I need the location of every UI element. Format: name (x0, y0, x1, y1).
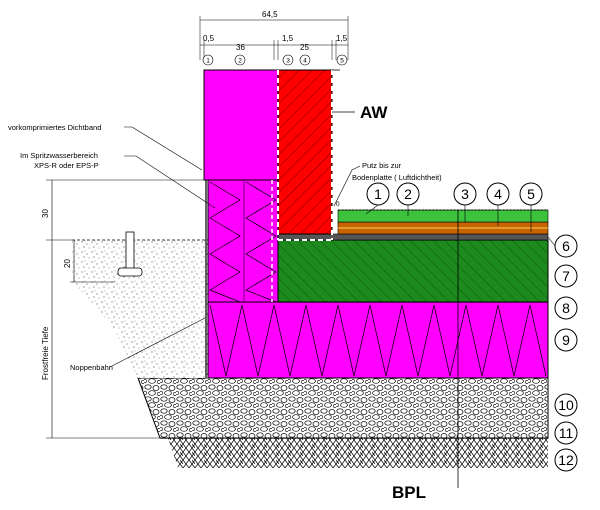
svg-text:3: 3 (461, 186, 469, 202)
svg-text:9: 9 (562, 332, 570, 348)
svg-text:1: 1 (374, 186, 382, 202)
floor-num-5: 5 (519, 182, 543, 232)
layer-head-1: 1 (202, 54, 214, 66)
svg-text:3: 3 (286, 58, 290, 65)
label-noppenbahn: Noppenbahn (70, 363, 113, 372)
floor-top-layer (337, 209, 549, 223)
side-num-11: 11 (554, 421, 578, 445)
dim-height-20: 20 (63, 259, 72, 268)
label-bpl: BPL (392, 483, 426, 502)
layer-head-3: 3 (282, 54, 294, 66)
svg-text:4: 4 (494, 186, 502, 202)
dim-height-30: 30 (41, 209, 50, 218)
svg-text:12: 12 (558, 452, 574, 468)
dim-seg4: 25 (300, 43, 309, 52)
svg-text:8: 8 (562, 300, 570, 316)
svg-text:5: 5 (527, 186, 535, 202)
dim-seg1: 0,5 (203, 34, 215, 43)
floor-num-3: 3 (453, 182, 477, 222)
svg-text:11: 11 (559, 425, 574, 441)
dim-total: 64,5 (262, 10, 278, 19)
svg-text:5: 5 (340, 58, 344, 65)
layer-head-4: 4 (299, 54, 311, 66)
side-num-10: 10 (554, 393, 578, 417)
label-dichtband: vorkomprimiertes Dichtband (8, 123, 101, 132)
dim-seg3: 1,5 (282, 34, 294, 43)
layer-head-2: 2 (234, 54, 246, 66)
floor-num-4: 4 (486, 182, 510, 226)
label-putz-2: Bodenplatte ( Luftdichtheit) (352, 173, 442, 182)
dim-seg2: 36 (236, 43, 245, 52)
svg-text:7: 7 (562, 268, 570, 284)
svg-text:2: 2 (238, 58, 242, 65)
label-aw: AW (360, 103, 388, 122)
side-num-6: 6 (547, 234, 578, 258)
floor-num-1: 1 (365, 182, 390, 215)
dim-seg5: 1,5 (336, 34, 348, 43)
earth-layer-12 (168, 438, 548, 468)
svg-text:10: 10 (558, 397, 574, 413)
side-num-8: 8 (554, 296, 578, 320)
dim-frost-depth: Frostfreie Tiefe (41, 326, 50, 380)
masonry-wall-4 (277, 69, 333, 235)
layer-head-5: 5 (336, 54, 348, 66)
gravel-layer-10 (137, 377, 549, 439)
side-num-7: 7 (554, 264, 578, 288)
svg-text:4: 4 (303, 58, 307, 65)
backfill-soil (72, 240, 208, 378)
label-spritz-1: Im Spritzwasserbereich (20, 151, 98, 160)
side-num-12: 12 (554, 448, 578, 472)
label-spritz-2: XPS-R oder EPS-P (34, 161, 99, 170)
svg-text:0: 0 (336, 201, 340, 208)
side-num-9: 9 (554, 328, 578, 352)
floor-slab-7 (277, 239, 549, 303)
exterior-insulation-2 (203, 69, 279, 181)
svg-text:6: 6 (562, 238, 570, 254)
drain-post (117, 231, 143, 277)
label-putz-1: Putz bis zur (362, 161, 402, 170)
floor-num-2: 2 (396, 182, 420, 216)
svg-text:1: 1 (206, 58, 210, 65)
svg-text:2: 2 (404, 186, 412, 202)
